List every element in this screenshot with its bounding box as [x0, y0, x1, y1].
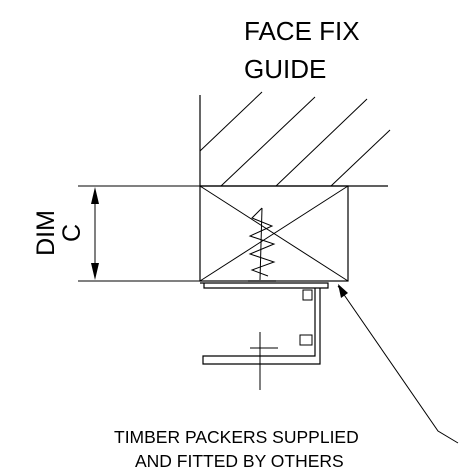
note-line-2: AND FITTED BY OTHERS [135, 451, 344, 471]
note-leader-line [337, 285, 459, 444]
title-line-2: GUIDE [244, 54, 326, 84]
profile-lower-lip [299, 334, 313, 346]
timber-packer-cross-2 [199, 185, 349, 282]
note-leader-arrow [338, 284, 348, 298]
dimension-c: DIM C [32, 185, 200, 282]
profile-top-flange [200, 282, 329, 289]
fixing-profile [200, 282, 329, 390]
note-line-1: TIMBER PACKERS SUPPLIED [114, 427, 359, 447]
profile-upper-lip [302, 289, 313, 301]
screw-icon [248, 207, 276, 282]
dimension-arrow-bottom [91, 263, 99, 280]
dimension-label-line-2: C [58, 224, 86, 242]
screw-thread [248, 207, 276, 277]
wall-substrate [199, 91, 391, 187]
dimension-arrow-top [91, 187, 99, 204]
screw-shank [259, 207, 263, 281]
title-line-1: FACE FIX [244, 16, 360, 46]
timber-packer [199, 185, 349, 282]
dimension-label-line-1: DIM [32, 210, 60, 256]
wall-hatching [199, 91, 391, 187]
profile-leg-and-base [202, 288, 321, 365]
